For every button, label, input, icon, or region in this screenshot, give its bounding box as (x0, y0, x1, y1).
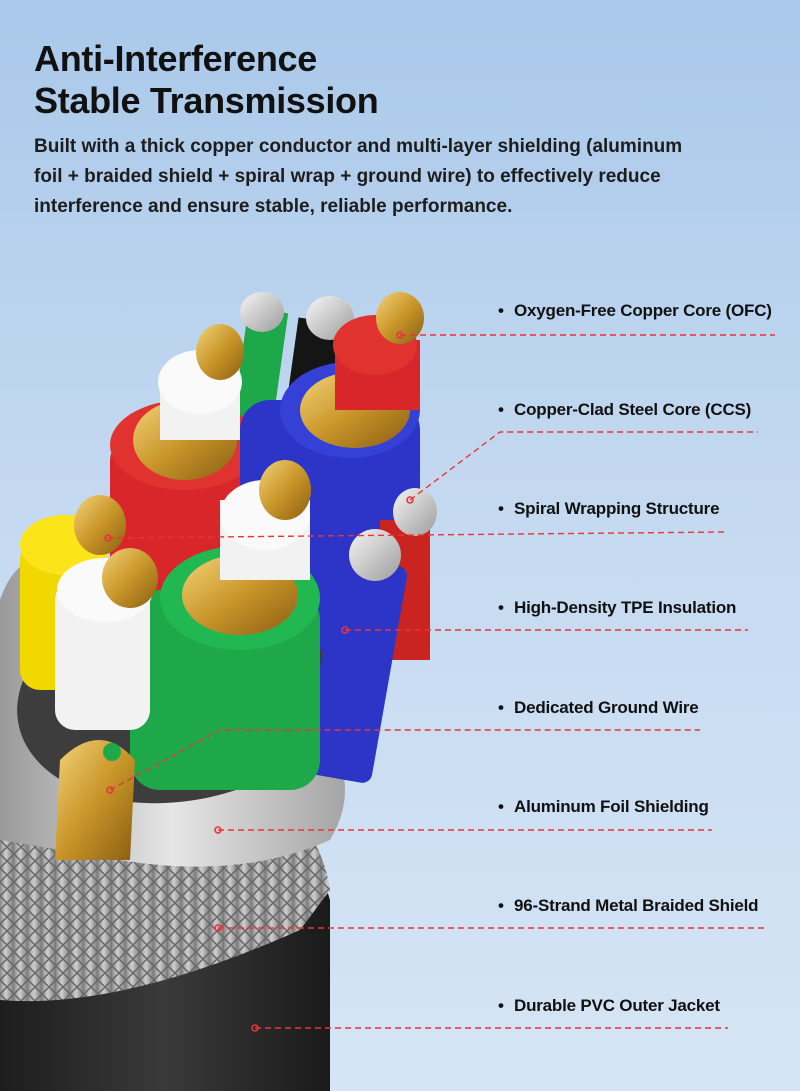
feature-braid: • 96-Strand Metal Braided Shield (498, 896, 759, 916)
feature-ccs: • Copper-Clad Steel Core (CCS) (498, 400, 751, 420)
bullet-icon: • (498, 896, 504, 915)
feature-label: Oxygen-Free Copper Core (OFC) (514, 301, 772, 320)
bullet-icon: • (498, 698, 504, 717)
description: Built with a thick copper conductor and … (34, 132, 734, 222)
feature-tpe: • High-Density TPE Insulation (498, 598, 736, 618)
title-line-2: Stable Transmission (34, 80, 379, 121)
callout-line-spiral (107, 531, 725, 539)
callout-line-ccs (409, 431, 758, 501)
feature-label: 96-Strand Metal Braided Shield (514, 896, 759, 915)
feature-spiral: • Spiral Wrapping Structure (498, 499, 720, 519)
feature-label: Spiral Wrapping Structure (514, 499, 720, 518)
bullet-icon: • (498, 797, 504, 816)
description-line-2: foil + braided shield + spiral wrap + gr… (34, 166, 661, 187)
callout-line-ground (109, 729, 700, 791)
feature-label: Dedicated Ground Wire (514, 698, 699, 717)
page-title: Anti-Interference Stable Transmission (34, 38, 379, 122)
feature-ofc: • Oxygen-Free Copper Core (OFC) (498, 301, 772, 321)
feature-ground: • Dedicated Ground Wire (498, 698, 699, 718)
feature-label: Copper-Clad Steel Core (CCS) (514, 400, 752, 419)
description-line-3: interference and ensure stable, reliable… (34, 196, 513, 217)
bullet-icon: • (498, 598, 504, 617)
bullet-icon: • (498, 499, 504, 518)
bullet-icon: • (498, 996, 504, 1015)
title-line-1: Anti-Interference (34, 38, 317, 79)
description-line-1: Built with a thick copper conductor and … (34, 136, 683, 157)
feature-jacket: • Durable PVC Outer Jacket (498, 996, 720, 1016)
feature-label: High-Density TPE Insulation (514, 598, 737, 617)
feature-label: Durable PVC Outer Jacket (514, 996, 720, 1015)
bullet-icon: • (498, 301, 504, 320)
feature-label: Aluminum Foil Shielding (514, 797, 709, 816)
bullet-icon: • (498, 400, 504, 419)
feature-foil: • Aluminum Foil Shielding (498, 797, 709, 817)
